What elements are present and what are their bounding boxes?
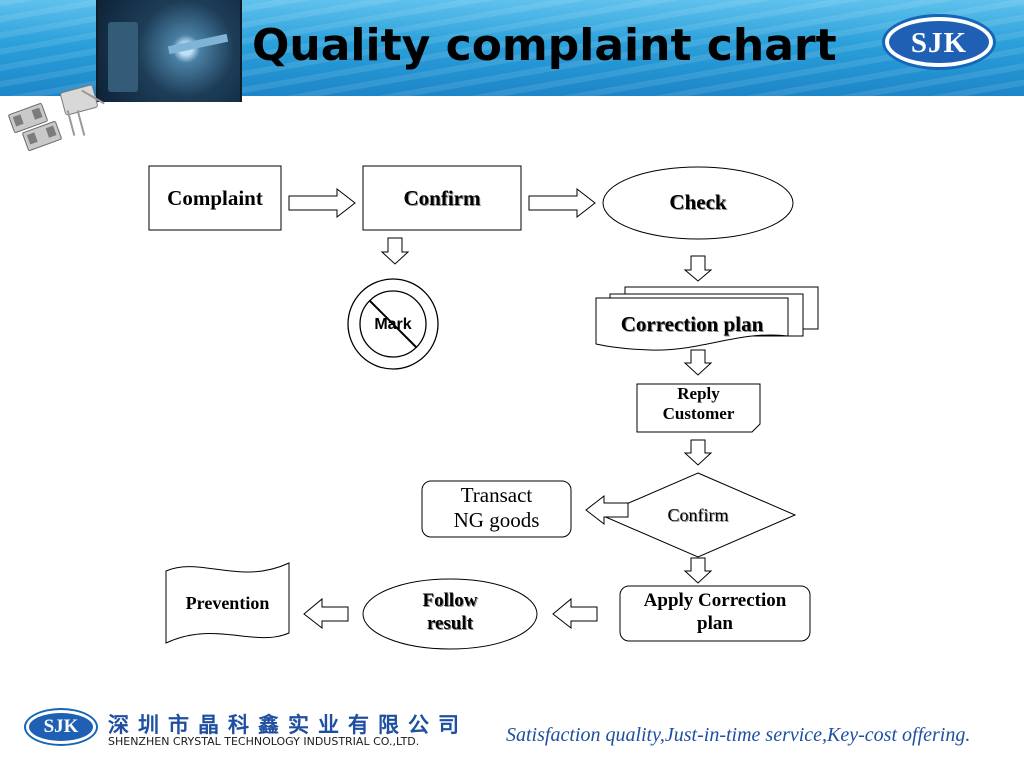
prevention-label: Prevention xyxy=(185,593,270,613)
photo-detail xyxy=(108,22,138,92)
arrow-right xyxy=(528,187,596,219)
apply-correction-label: Apply Correction plan xyxy=(620,590,810,636)
plan-line: plan xyxy=(697,612,733,634)
confirm-diamond xyxy=(599,472,797,558)
check-label: Check xyxy=(669,190,727,214)
apply-correction-box xyxy=(619,585,811,642)
follow-result-ellipse xyxy=(362,578,538,650)
footer-sjk-logo: SJK xyxy=(24,708,98,746)
footer-logo-text: SJK xyxy=(43,716,79,737)
logo-ellipse xyxy=(889,21,989,63)
arrow-right xyxy=(288,187,356,219)
arrow-down xyxy=(683,255,713,282)
transact-line: Transact xyxy=(460,483,533,507)
reply-customer-label: Reply Customer xyxy=(637,384,760,425)
complaint-label: Complaint xyxy=(167,186,263,210)
transact-label: Transact NG goods xyxy=(422,483,571,533)
arrow-left xyxy=(552,597,598,630)
header-banner: Quality complaint chart SJK xyxy=(0,0,1024,102)
page-title: Quality complaint chart xyxy=(252,20,837,71)
confirm-label: Confirm xyxy=(403,186,481,210)
slogan: Satisfaction quality,Just-in-time servic… xyxy=(506,724,971,746)
prohibit-slash xyxy=(369,300,417,348)
result-line: result xyxy=(426,612,474,634)
arrow-down xyxy=(683,349,713,376)
transact-box xyxy=(421,480,572,538)
arrow-down xyxy=(683,439,713,466)
arrow-down xyxy=(683,557,713,584)
follow-result-label: Follow result xyxy=(363,590,537,636)
arrow-down xyxy=(380,237,410,265)
correction-plan-shape xyxy=(595,286,819,351)
sjk-logo: SJK xyxy=(882,14,996,70)
confirm-box xyxy=(362,165,522,231)
confirm-decision-label: Confirm xyxy=(667,505,729,525)
ng-goods-line: NG goods xyxy=(453,508,540,533)
reply-customer-box xyxy=(636,383,761,433)
company-name-chinese: 深圳市晶科鑫实业有限公司 xyxy=(108,713,468,737)
mark-label: Mark xyxy=(374,316,412,333)
customer-line: Customer xyxy=(662,404,735,424)
check-ellipse xyxy=(602,166,794,240)
arrow-left xyxy=(585,494,629,526)
complaint-box xyxy=(148,165,282,231)
logo-text: SJK xyxy=(910,27,968,59)
arrow-left xyxy=(303,597,349,630)
header-photo xyxy=(96,0,242,102)
correction-plan-label: Correction plan xyxy=(620,312,764,336)
apply-line: Apply Correction xyxy=(643,590,787,611)
prevention-shape xyxy=(165,562,290,644)
reply-line: Reply xyxy=(677,384,720,403)
logo-ellipse xyxy=(29,713,93,741)
company-name-english: SHENZHEN CRYSTAL TECHNOLOGY INDUSTRIAL C… xyxy=(108,735,420,748)
follow-line: Follow xyxy=(422,590,478,611)
